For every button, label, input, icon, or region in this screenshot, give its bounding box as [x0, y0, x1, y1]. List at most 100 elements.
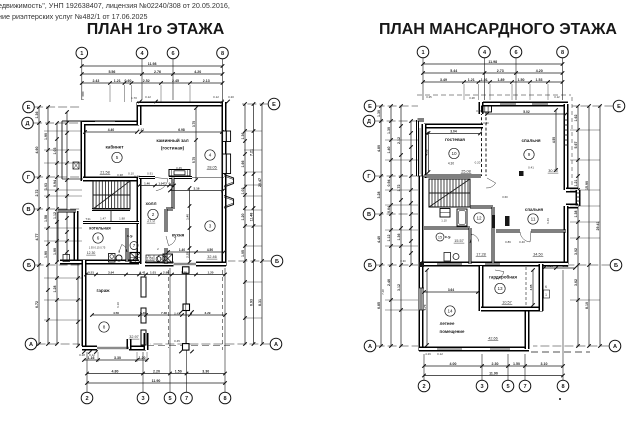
svg-text:летнее: летнее — [440, 321, 455, 326]
svg-text:2: 2 — [152, 212, 155, 217]
svg-text:3.30: 3.30 — [114, 356, 121, 360]
svg-text:4.26: 4.26 — [425, 352, 431, 356]
svg-text:2.72: 2.72 — [35, 190, 39, 197]
svg-text:12: 12 — [476, 216, 482, 221]
svg-text:2: 2 — [85, 396, 88, 402]
svg-text:27.0: 27.0 — [147, 219, 154, 223]
svg-text:11.98: 11.98 — [488, 60, 497, 64]
svg-text:1.20: 1.20 — [139, 356, 146, 360]
svg-text:0.94: 0.94 — [53, 180, 57, 187]
svg-text:1.21: 1.21 — [468, 78, 475, 82]
svg-text:1.20: 1.20 — [207, 270, 213, 274]
svg-text:0.64: 0.64 — [387, 206, 391, 213]
svg-text:В: В — [367, 212, 371, 218]
svg-text:1.40: 1.40 — [179, 248, 185, 252]
svg-text:6.93: 6.93 — [249, 299, 253, 306]
svg-text:30.35: 30.35 — [548, 169, 558, 173]
svg-text:7.28: 7.28 — [381, 289, 385, 295]
svg-text:4.60: 4.60 — [35, 147, 39, 154]
svg-text:1.90: 1.90 — [44, 133, 48, 140]
svg-text:ПЛАН МАНСАРДНОГО ЭТАЖА: ПЛАН МАНСАРДНОГО ЭТАЖА — [379, 21, 617, 38]
svg-text:1.36: 1.36 — [397, 234, 401, 241]
svg-text:1.68: 1.68 — [147, 257, 153, 261]
svg-text:6.98: 6.98 — [178, 128, 185, 132]
svg-text:2.20: 2.20 — [153, 369, 160, 373]
svg-text:0.12: 0.12 — [145, 95, 151, 99]
svg-text:5: 5 — [506, 384, 509, 390]
svg-text:3.65: 3.65 — [529, 284, 533, 290]
svg-text:4.00: 4.00 — [450, 362, 457, 366]
svg-text:с.у.: с.у. — [127, 233, 133, 238]
svg-text:1.21: 1.21 — [574, 180, 578, 187]
svg-text:4.40: 4.40 — [377, 236, 381, 243]
svg-text:Г: Г — [367, 174, 371, 180]
svg-text:1.40: 1.40 — [387, 147, 391, 154]
svg-text:32.46: 32.46 — [207, 255, 217, 259]
svg-text:3.16: 3.16 — [193, 186, 199, 190]
svg-text:1.16: 1.16 — [88, 356, 95, 360]
svg-text:0.51: 0.51 — [88, 270, 94, 274]
svg-text:2.76: 2.76 — [154, 70, 161, 74]
svg-text:5: 5 — [168, 396, 171, 402]
svg-text:Б: Б — [614, 263, 618, 269]
svg-text:8: 8 — [561, 50, 564, 56]
svg-text:А: А — [368, 344, 372, 350]
svg-text:гостевая: гостевая — [445, 137, 465, 142]
svg-text:4.40: 4.40 — [108, 128, 115, 132]
svg-text:11.98: 11.98 — [148, 62, 157, 66]
svg-text:1.36: 1.36 — [35, 112, 39, 119]
svg-text:ПЛАН 1го ЭТАЖА: ПЛАН 1го ЭТАЖА — [87, 21, 225, 38]
svg-text:42.66: 42.66 — [488, 337, 498, 341]
svg-text:помещение: помещение — [440, 329, 465, 334]
svg-text:0.28: 0.28 — [469, 96, 475, 100]
svg-text:1.72: 1.72 — [397, 185, 401, 192]
svg-text:кухня: кухня — [172, 233, 185, 238]
svg-text:1.40: 1.40 — [185, 214, 189, 220]
svg-text:Б: Б — [27, 263, 31, 269]
svg-text:1.53: 1.53 — [536, 78, 543, 82]
svg-text:1.70: 1.70 — [131, 96, 137, 100]
svg-text:4.30: 4.30 — [448, 162, 454, 166]
svg-text:2.98: 2.98 — [163, 270, 169, 274]
svg-text:1.03: 1.03 — [241, 188, 245, 195]
svg-text:17.28: 17.28 — [476, 253, 486, 257]
svg-text:0.12: 0.12 — [437, 352, 443, 356]
svg-text:1.66: 1.66 — [241, 161, 245, 168]
svg-text:В: В — [26, 207, 30, 213]
svg-text:2.46: 2.46 — [387, 279, 391, 286]
svg-text:2.43: 2.43 — [92, 79, 99, 83]
svg-text:1.01: 1.01 — [481, 78, 488, 82]
svg-text:0.40: 0.40 — [519, 240, 525, 244]
svg-text:8.31: 8.31 — [258, 299, 262, 306]
svg-text:5.44: 5.44 — [450, 69, 457, 73]
svg-text:Б: Б — [368, 263, 372, 269]
svg-text:11: 11 — [531, 217, 536, 222]
svg-text:0.12: 0.12 — [213, 95, 219, 99]
svg-text:4: 4 — [483, 50, 487, 56]
svg-text:25.08: 25.08 — [461, 170, 471, 174]
svg-text:32.97: 32.97 — [129, 335, 139, 339]
svg-text:А: А — [29, 342, 33, 348]
svg-text:ние риэлтерских услуг №482/1 о: ние риэлтерских услуг №482/1 от 17.06.20… — [0, 12, 148, 21]
svg-text:0.12: 0.12 — [169, 181, 175, 185]
svg-text:1.50: 1.50 — [181, 270, 187, 274]
svg-text:0.10: 0.10 — [128, 172, 134, 176]
svg-text:2.73: 2.73 — [497, 69, 504, 73]
svg-text:34.50: 34.50 — [533, 253, 543, 257]
svg-text:3.62: 3.62 — [574, 279, 578, 286]
svg-text:Д: Д — [367, 119, 371, 125]
svg-text:0.40: 0.40 — [140, 311, 146, 315]
svg-text:1.12: 1.12 — [53, 212, 57, 219]
svg-text:7: 7 — [523, 384, 526, 390]
svg-text:0.12: 0.12 — [89, 353, 95, 357]
svg-text:1.93 0.15 0.75: 1.93 0.15 0.75 — [89, 246, 106, 250]
svg-text:8: 8 — [223, 396, 226, 402]
svg-text:1: 1 — [80, 51, 83, 57]
svg-text:8: 8 — [103, 325, 106, 330]
svg-text:1.03: 1.03 — [53, 148, 57, 155]
svg-text:15.57: 15.57 — [454, 239, 464, 243]
svg-text:едвижимость", УНП 192638407, л: едвижимость", УНП 192638407, лицензия №0… — [0, 1, 230, 10]
svg-text:0.45: 0.45 — [174, 312, 180, 316]
svg-text:12.30: 12.30 — [87, 251, 96, 255]
svg-text:4.80: 4.80 — [112, 369, 119, 373]
